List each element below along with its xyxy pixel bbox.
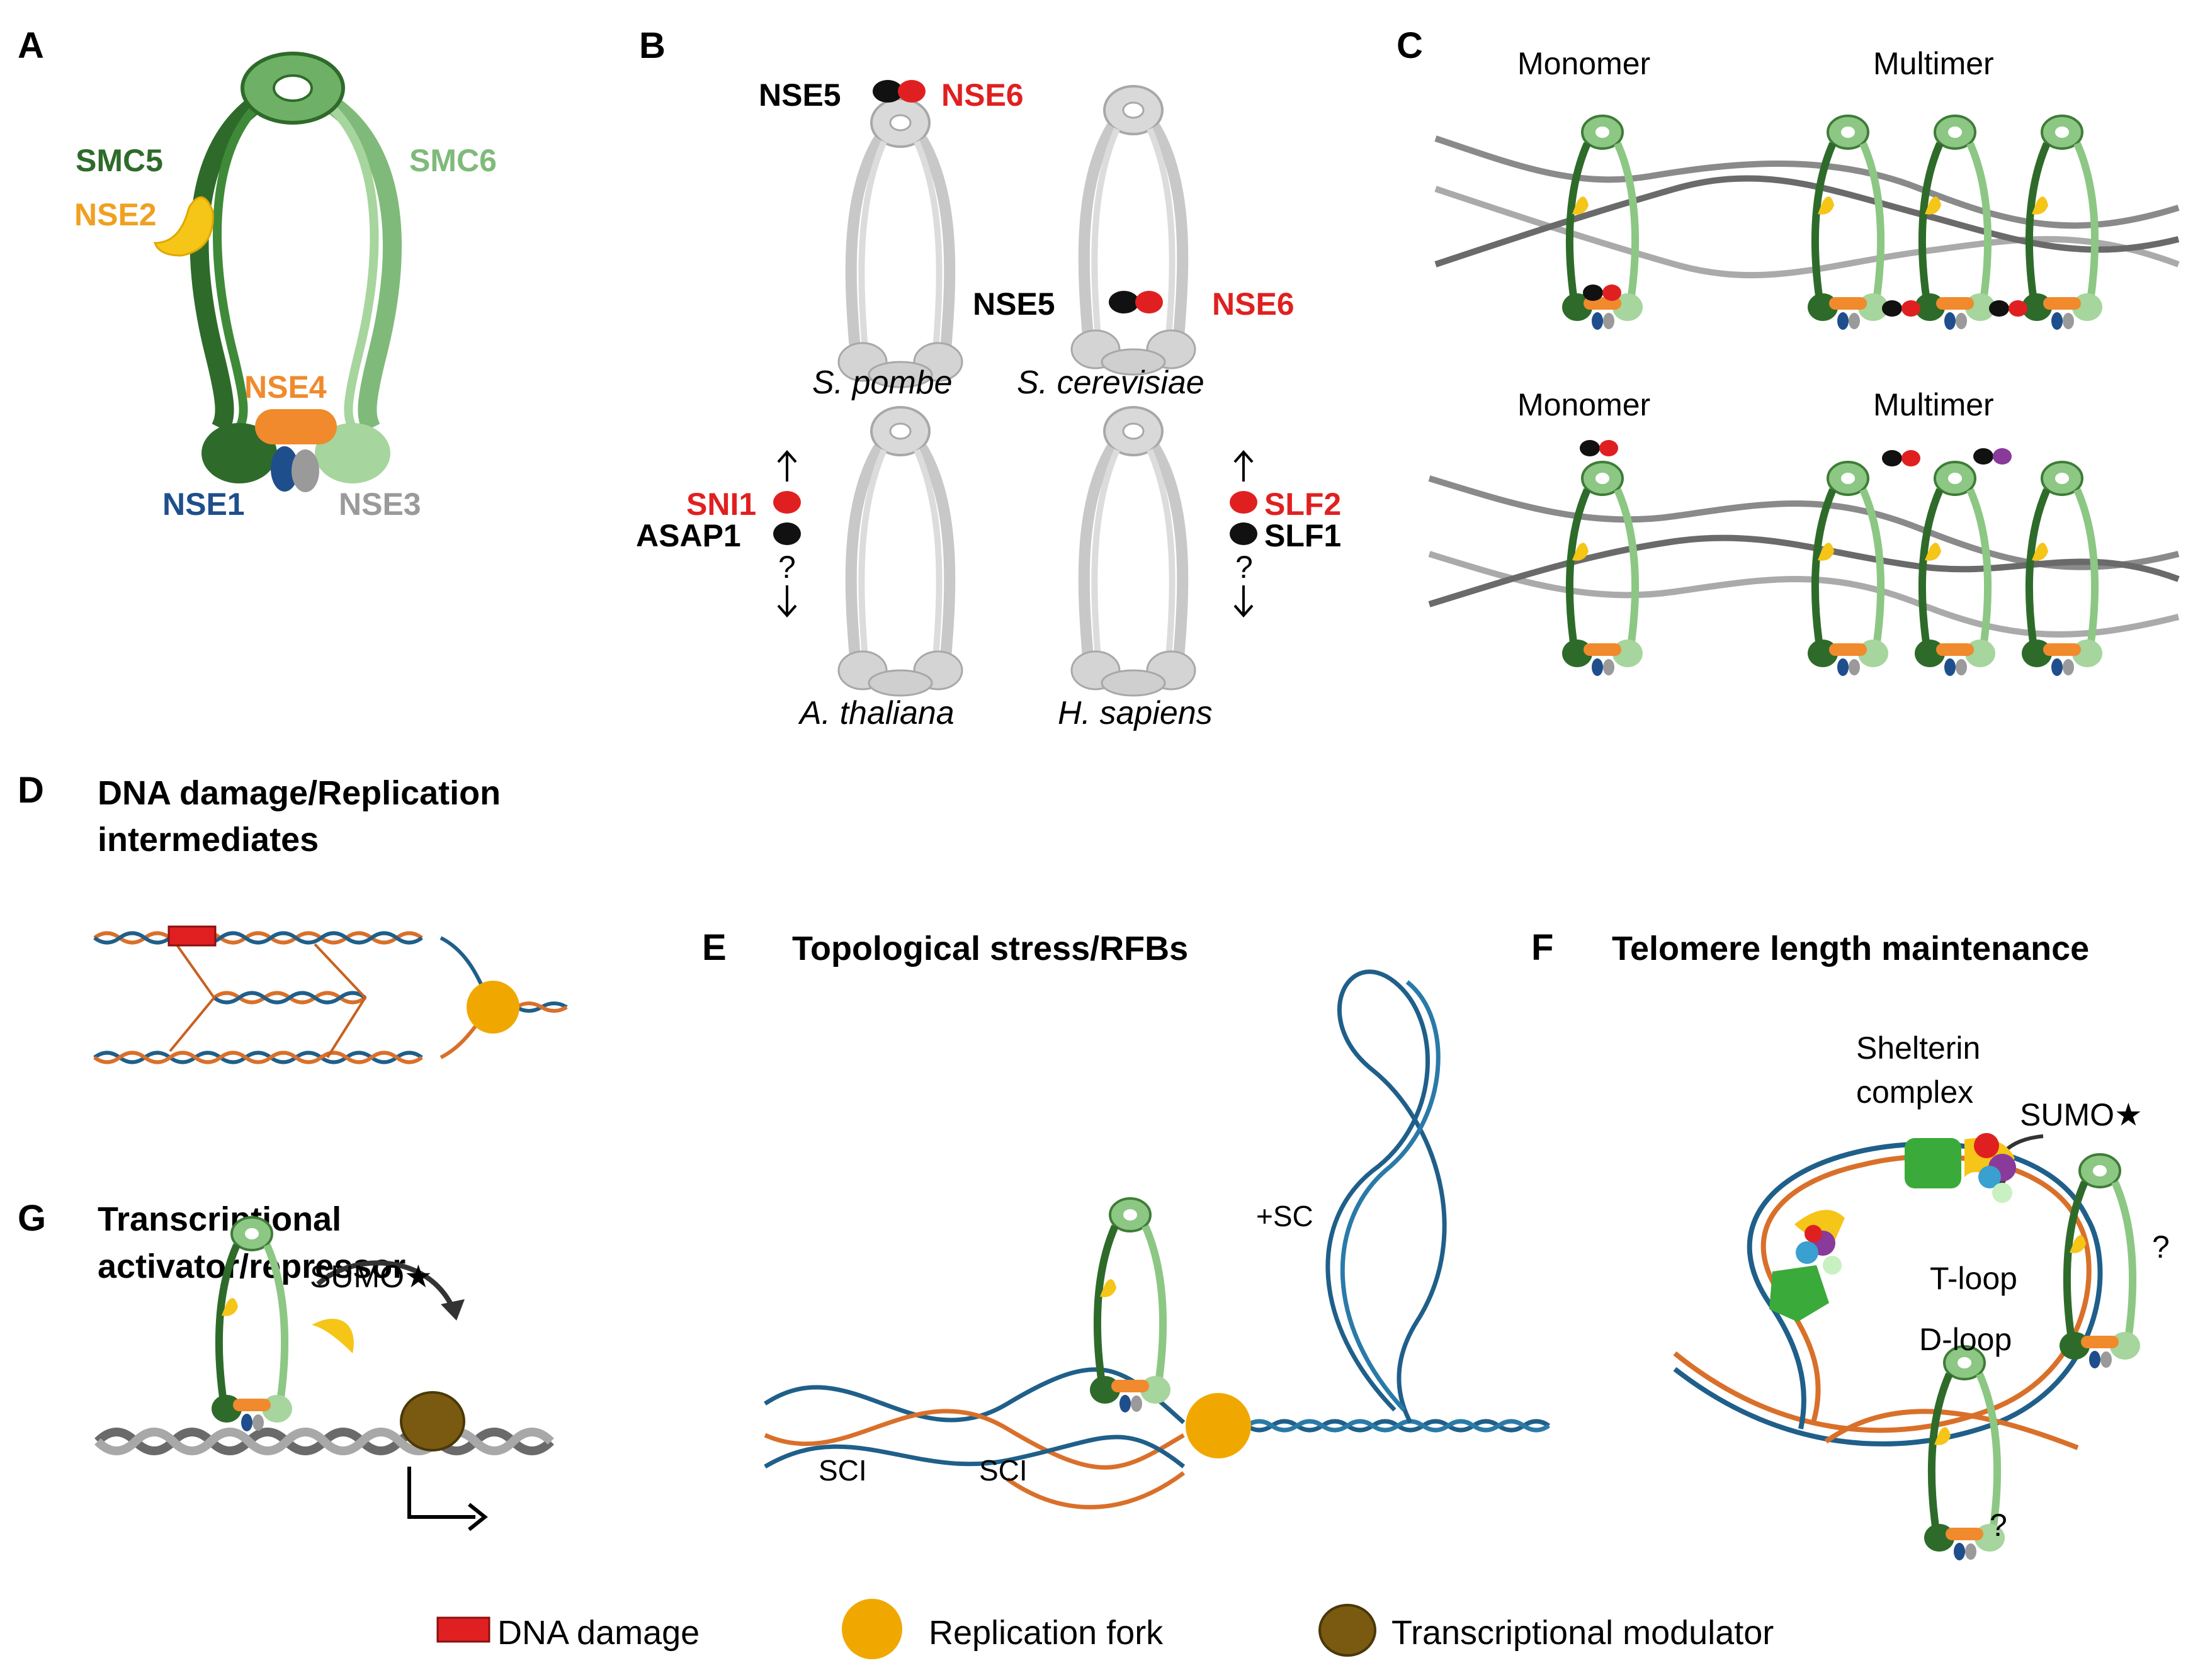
sapiens-smc-outline [1072,407,1195,696]
panel-f: F Telomere length maintenance Shelterin … [1531,927,2170,1560]
pombe-smc-outline [839,99,962,387]
top-monomer-label: Monomer [1517,46,1650,81]
legend: DNA damage Replication fork Transcriptio… [436,1599,1774,1659]
transcriptional-modulator-marker [400,1391,465,1452]
legend-modulator-swatch [1318,1604,1376,1657]
dna-damage-marker [167,925,217,947]
panel-d-title-line1: DNA damage/Replication [98,774,501,812]
thaliana-asap1-label: ASAP1 [636,518,741,553]
supercoiled-dna [764,969,1551,1509]
pombe-nse5-label: NSE5 [759,77,841,113]
panel-d: D DNA damage/Replication intermediates [18,770,568,1064]
pombe-nse6-label: NSE6 [941,77,1024,113]
bottom-multimer-smc-1 [1808,462,1888,676]
thaliana-sni1-label: SNI1 [686,487,756,522]
legend-fork-swatch [842,1599,902,1659]
panel-f-question-1: ? [2152,1229,2170,1265]
panel-b: B NSE5 NSE6 S. pombe NSE5 NSE6 S. cerevi… [636,25,1341,731]
smc5-label: SMC5 [76,143,163,178]
nse2-label: NSE2 [74,197,157,232]
panel-g-title-line1: Transcriptional [98,1200,341,1238]
shelterin-label-line1: Shelterin [1856,1030,1980,1066]
t-loop-dna [1673,1141,2103,1450]
shelterin-complex [1769,1133,2016,1322]
top-multimer-label: Multimer [1873,46,1994,81]
panel-f-sumo-label: SUMO★ [2020,1097,2143,1132]
panel-f-title: Telomere length maintenance [1612,930,2089,967]
panel-d-letter: D [18,770,44,811]
nse3-label: NSE3 [339,487,421,522]
sapiens-slf1-label: SLF1 [1264,518,1341,553]
panel-a: A SMC5 SMC6 NSE2 NSE4 NSE1 NSE3 [18,25,497,522]
replication-fork-marker [467,981,519,1034]
d-loop-label: D-loop [1919,1322,2012,1357]
panel-b-letter: B [639,25,666,66]
panel-c-letter: C [1397,25,1423,66]
bottom-monomer-smc [1562,462,1643,676]
panel-d-title-line2: intermediates [98,821,319,859]
panel-e-smc [1090,1198,1170,1412]
cerevisiae-species-label: S. cerevisiae [1017,364,1204,401]
pombe-species-label: S. pombe [812,364,953,401]
panel-e-replication-fork [1186,1393,1251,1458]
smc6-label: SMC6 [409,143,497,178]
top-monomer-smc [1562,116,1643,330]
panel-g: G Transcriptional activator/repressor SU… [18,1198,554,1531]
sci-label-1: SCI [819,1454,867,1487]
nse1-shape [271,446,298,492]
top-multimer-smc-1 [1808,116,1888,330]
cerevisiae-nse6-label: NSE6 [1212,286,1295,322]
panel-a-letter: A [18,25,44,66]
panel-c: C Monomer Multimer Monomer Multimer [1397,25,2180,676]
top-dna-strands [1434,135,2180,279]
positive-supercoil-label: +SC [1256,1200,1313,1232]
bottom-dna-strands [1428,475,2180,638]
sapiens-question: ? [1235,550,1253,585]
nse4-label: NSE4 [244,369,327,405]
bottom-multimer-label: Multimer [1873,387,1994,422]
thaliana-smc-outline [839,407,962,696]
legend-fork-label: Replication fork [929,1614,1164,1652]
nse1-label: NSE1 [162,487,245,522]
nse2-shape [153,196,214,257]
thaliana-species-label: A. thaliana [798,695,955,731]
panel-e-letter: E [702,927,727,968]
legend-damage-swatch [436,1616,490,1643]
panel-g-sumo-label: SUMO★ [310,1259,433,1294]
panel-g-letter: G [18,1198,46,1239]
bottom-monomer-label: Monomer [1517,387,1650,422]
nse3-shape [292,449,319,492]
panel-e-title: Topological stress/RFBs [792,930,1188,967]
nse4-shape [255,409,337,444]
cerevisiae-smc-outline [1072,86,1195,375]
panel-f-question-2: ? [1990,1508,2007,1543]
panel-f-letter: F [1531,927,1553,968]
chromatin-dna [94,1428,554,1455]
shelterin-label-line2: complex [1856,1074,1973,1110]
legend-damage-label: DNA damage [497,1614,700,1652]
legend-modulator-label: Transcriptional modulator [1391,1614,1774,1652]
t-loop-label: T-loop [1930,1261,2017,1296]
thaliana-question: ? [778,550,796,585]
sapiens-slf2-label: SLF2 [1264,487,1341,522]
panel-e: E Topological stress/RFBs +SC SCI SCI [702,927,1551,1509]
sapiens-species-label: H. sapiens [1058,695,1213,731]
cerevisiae-nse5-label: NSE5 [973,286,1055,322]
smc5-6-complex-illustration [153,52,402,492]
sci-label-2: SCI [979,1454,1028,1487]
